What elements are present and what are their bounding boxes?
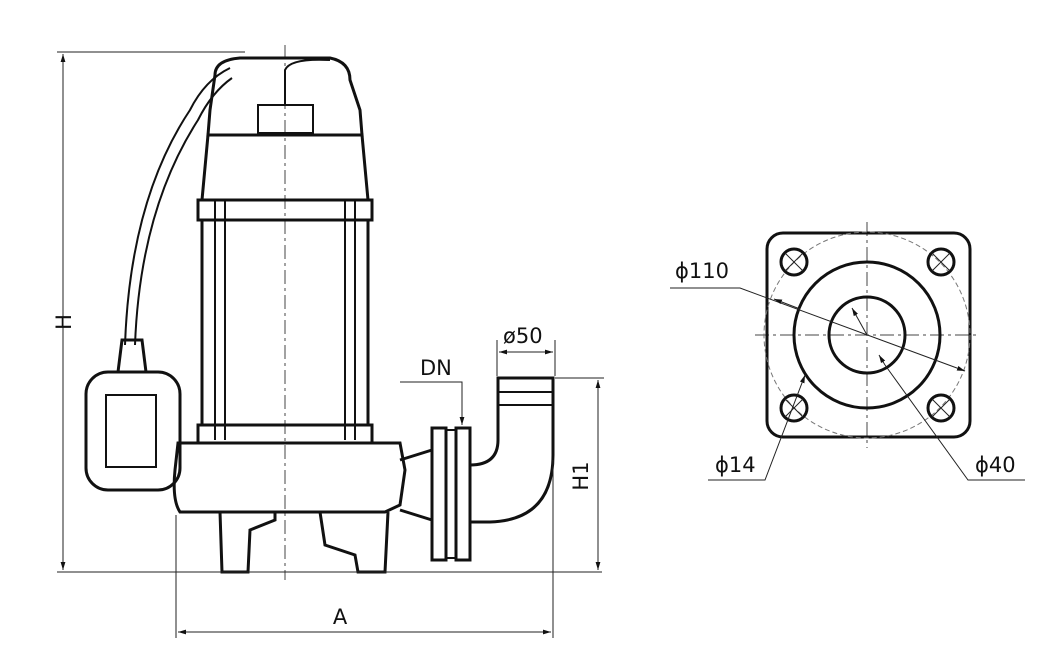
outlet-elbow-pipe	[469, 376, 555, 524]
dimensions	[57, 51, 604, 638]
outlet-neck	[399, 447, 434, 523]
flange-bore	[827, 295, 907, 375]
label-h1: H1	[569, 461, 593, 490]
label-flange-outer-diameter: ϕ110	[675, 259, 729, 283]
pump-side-view	[84, 45, 555, 580]
float-cable	[124, 67, 231, 346]
pump-foot-right	[318, 511, 390, 574]
float-switch	[84, 370, 182, 492]
flange-outer-circle	[792, 260, 942, 410]
float-switch-window	[105, 394, 157, 468]
label-dn: DN	[420, 356, 452, 380]
internal-cable	[284, 58, 331, 105]
flange-front-view	[670, 222, 1025, 481]
label-a: A	[333, 605, 348, 629]
outlet-flange-2	[454, 426, 472, 562]
label-outlet-diameter: ø50	[503, 324, 543, 348]
bolt-circle	[763, 231, 971, 439]
bolt-holes	[779, 247, 956, 423]
label-h: H	[52, 314, 76, 330]
pump-volute	[172, 441, 407, 514]
pump-top-cap	[206, 56, 364, 137]
pump-foot-left	[218, 511, 277, 574]
label-flange-inner-diameter: ϕ40	[975, 453, 1016, 477]
dn-leader	[400, 381, 465, 425]
label-bolt-hole-diameter: ϕ14	[715, 453, 756, 477]
outlet-flange-1	[430, 426, 448, 562]
